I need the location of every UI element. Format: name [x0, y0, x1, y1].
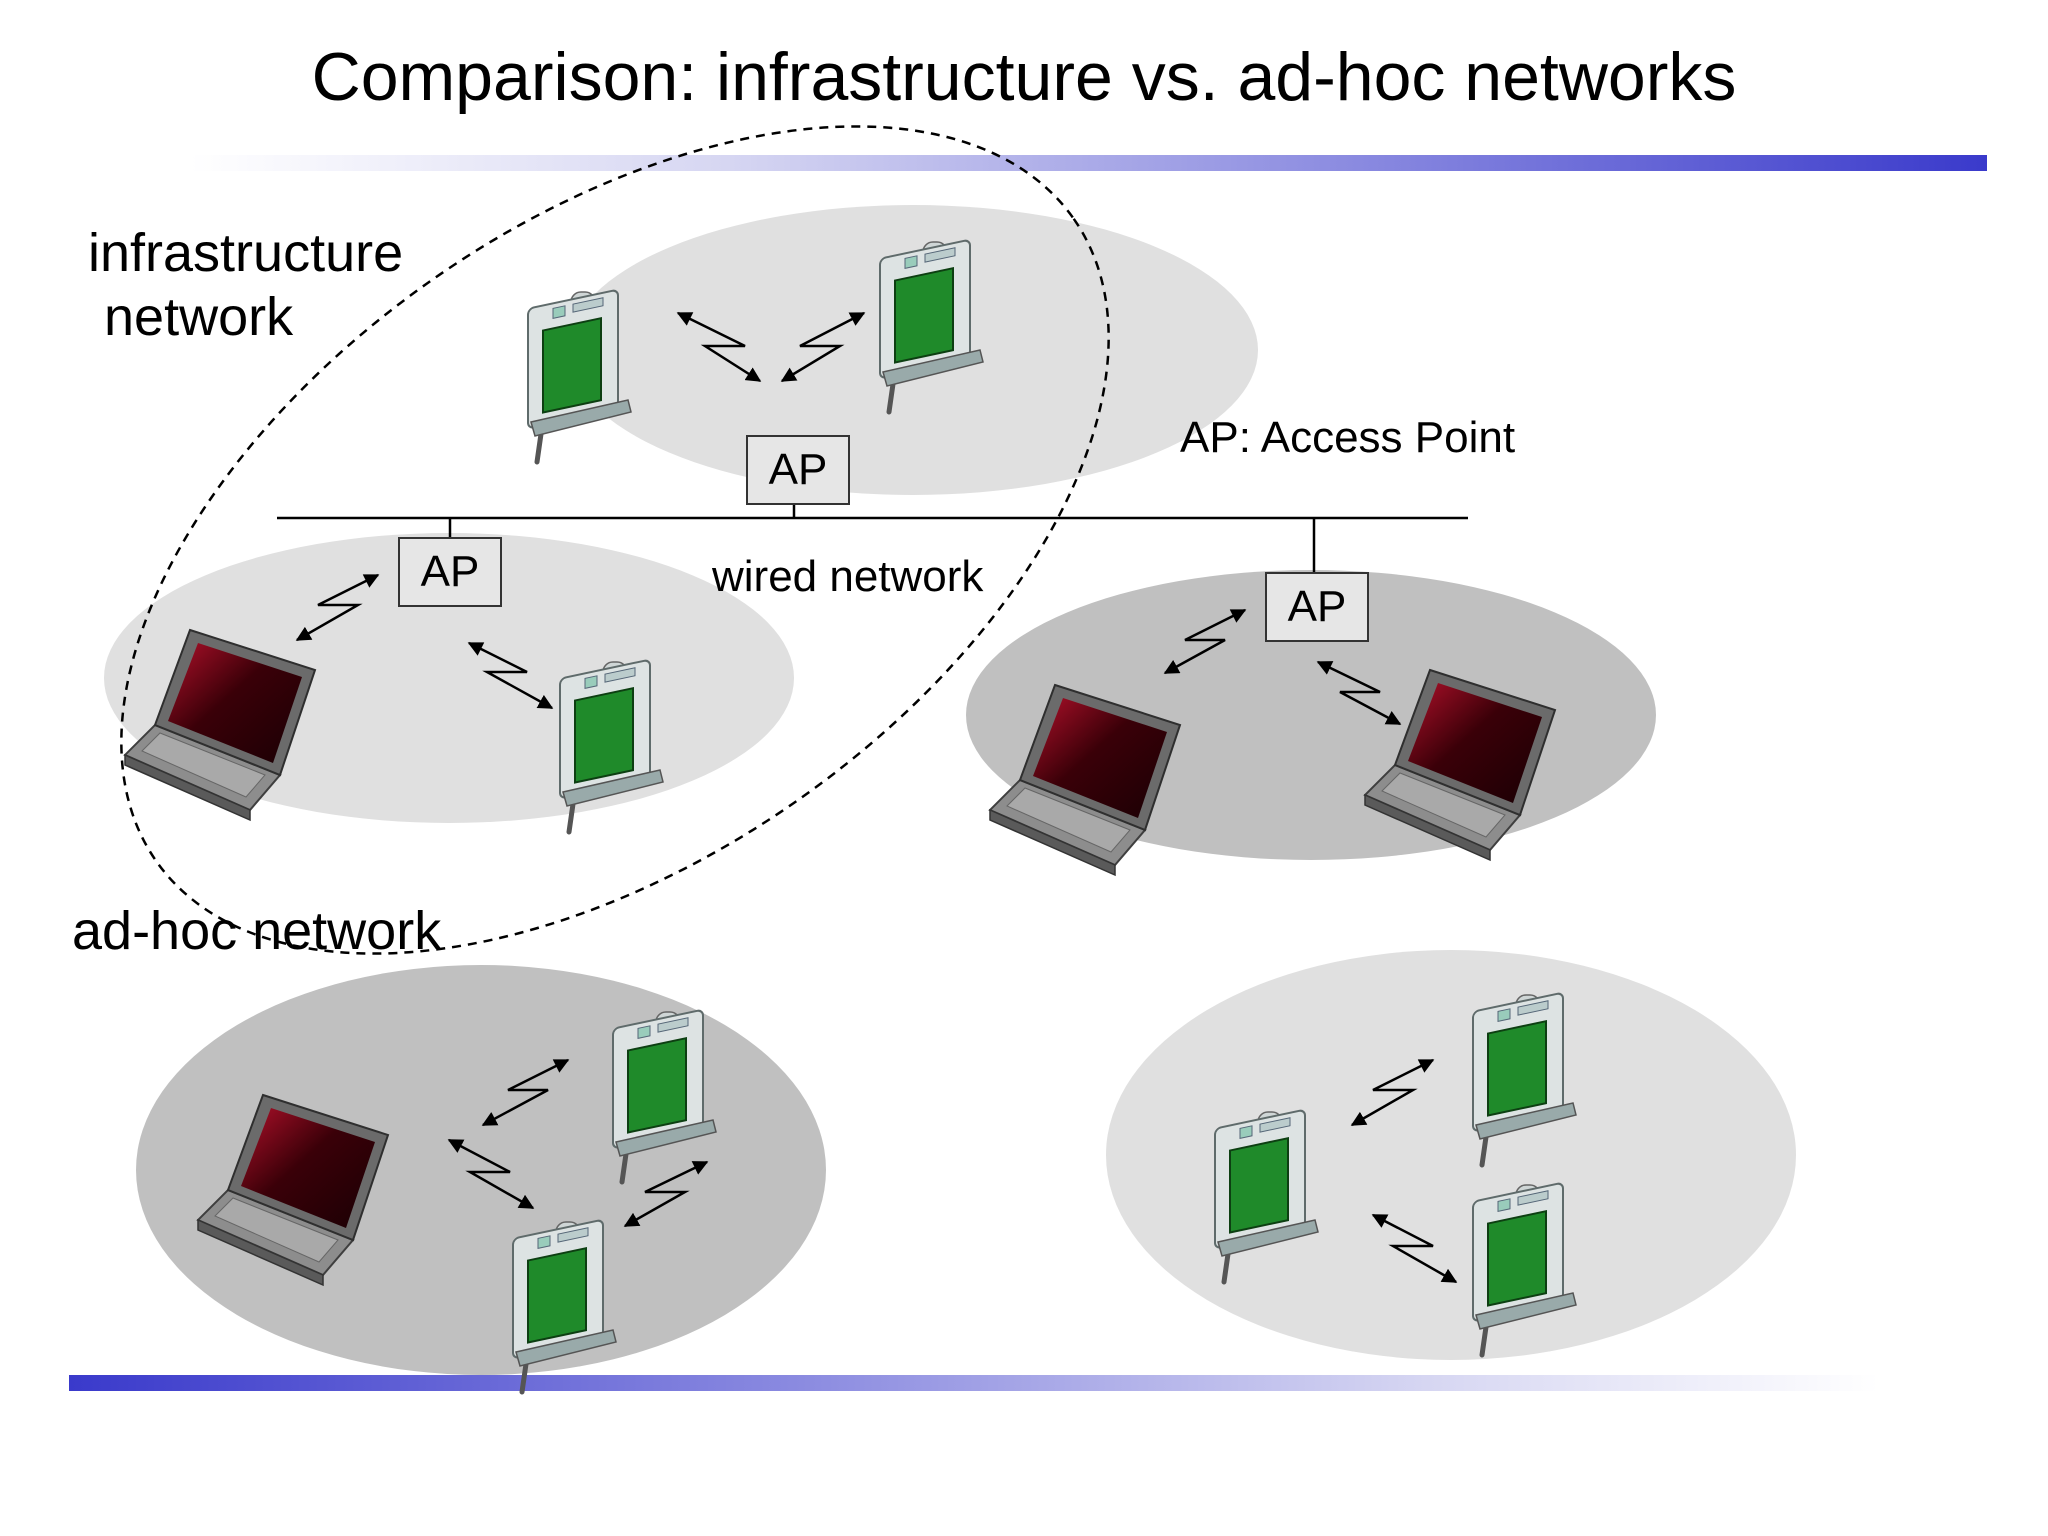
- wireless-link-icon: [1316, 660, 1402, 726]
- infrastructure-boundary: [120, 125, 1110, 955]
- wireless-link-icon: [1371, 1213, 1458, 1284]
- wired-network-backbone: [277, 503, 1468, 572]
- pda-icon: [528, 290, 631, 462]
- wireless-link-icon: [623, 1160, 709, 1228]
- title-underline-bar: [190, 155, 1987, 171]
- adhoc-network-label: ad-hoc network: [72, 901, 442, 961]
- wireless-link-icon: [481, 1058, 570, 1127]
- wireless-link-icon: [780, 311, 866, 383]
- wireless-link-icon: [1350, 1058, 1435, 1127]
- access-point-box: AP: [398, 537, 502, 607]
- adhoc-cell-right: [1106, 950, 1796, 1360]
- wired-network-label: wired network: [712, 552, 984, 601]
- access-point-box: AP: [1265, 572, 1369, 642]
- wireless-link-icon: [676, 311, 762, 383]
- wireless-link-icon: [467, 641, 554, 710]
- wireless-link-icon: [295, 573, 380, 642]
- infrastructure-label-line2: network: [104, 286, 294, 347]
- wireless-link-icon: [1163, 608, 1247, 675]
- wireless-link-icon: [447, 1138, 535, 1210]
- slide-title: Comparison: infrastructure vs. ad-hoc ne…: [311, 39, 1737, 115]
- infrastructure-label-line1: infrastructure: [88, 223, 404, 283]
- infrastructure-network-label: infrastructure network: [88, 222, 403, 349]
- access-point-box: AP: [746, 435, 850, 505]
- ap-legend-label: AP: Access Point: [1180, 413, 1516, 462]
